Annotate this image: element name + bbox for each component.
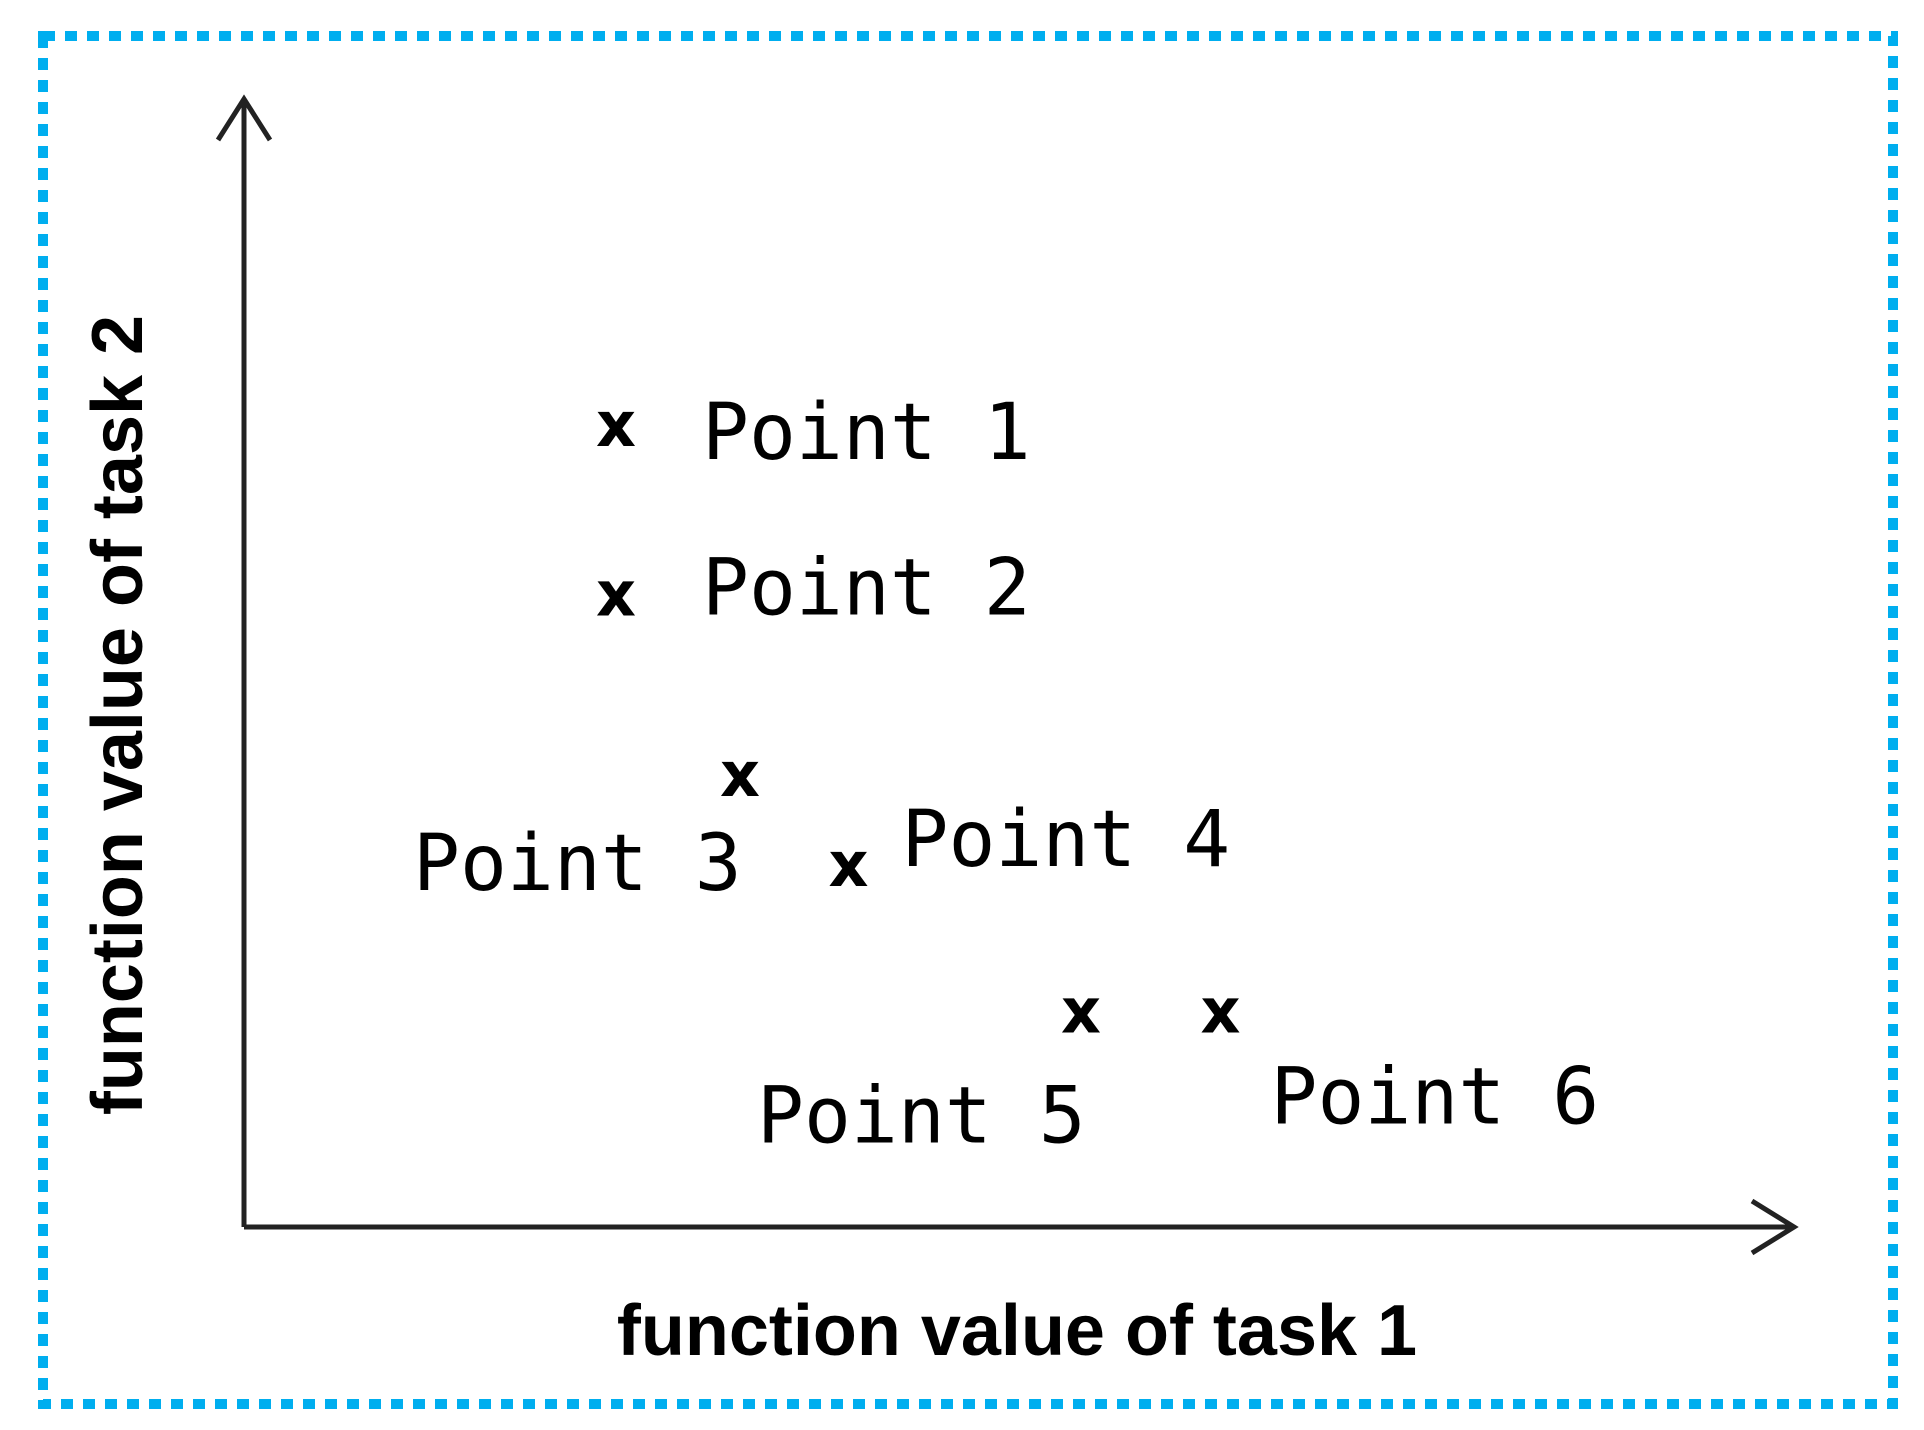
point-marker-4: x — [829, 828, 869, 901]
point-label-2: Point 2 — [702, 543, 1031, 633]
y-axis-label: function value of task 2 — [78, 315, 158, 1115]
x-axis-arrowhead — [1750, 1198, 1799, 1256]
point-label-3: Point 3 — [413, 819, 742, 909]
point-marker-3: x — [720, 738, 760, 811]
point-marker-2: x — [596, 557, 636, 630]
point-label-6: Point 6 — [1271, 1053, 1600, 1143]
point-marker-6: x — [1201, 975, 1241, 1048]
x-axis-label: function value of task 1 — [617, 1291, 1417, 1371]
point-label-5: Point 5 — [757, 1072, 1086, 1162]
point-label-4: Point 4 — [902, 795, 1231, 885]
point-marker-1: x — [596, 388, 636, 461]
point-marker-5: x — [1061, 975, 1101, 1048]
dotted-frame — [38, 31, 1898, 1409]
point-label-1: Point 1 — [702, 388, 1031, 478]
y-axis-arrowhead — [215, 94, 273, 142]
